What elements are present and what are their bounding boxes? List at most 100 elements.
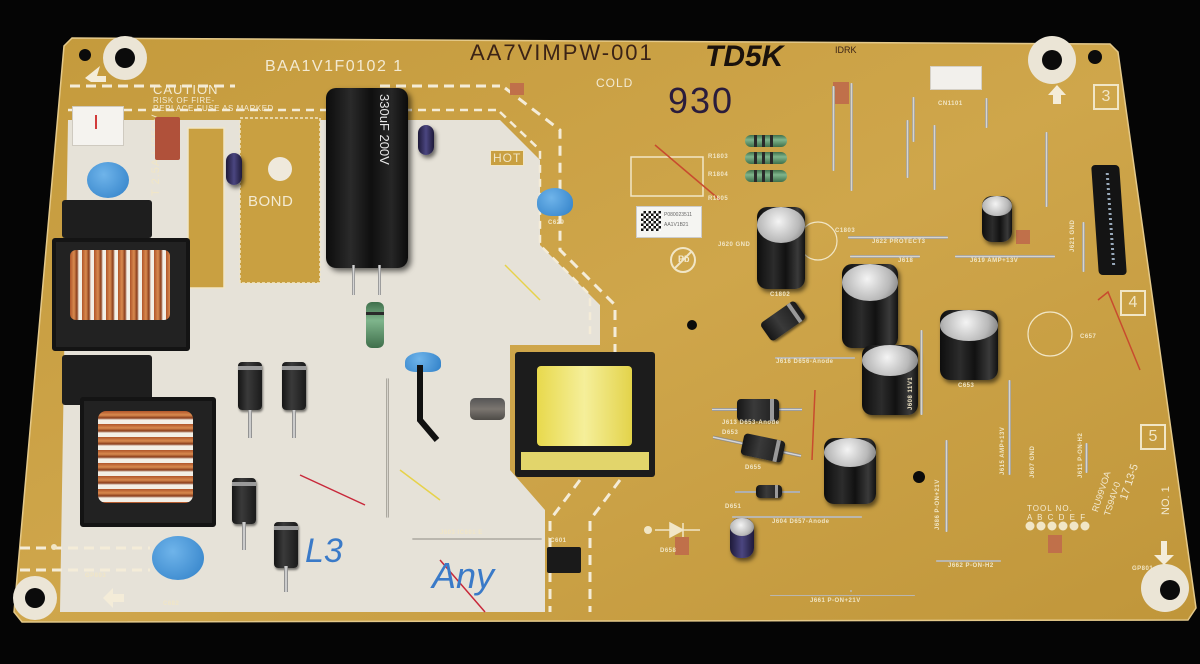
ic601-label: IC601	[548, 538, 567, 544]
jumper-j686	[945, 440, 948, 532]
section-3-marker: 3	[1093, 84, 1119, 110]
j620-label: J620 GND	[718, 242, 751, 248]
tool-no-label: TOOL NO.	[1027, 504, 1073, 513]
r1804-label: R1804	[708, 172, 729, 178]
c653-label: C653	[958, 383, 975, 389]
jumper-dot	[850, 590, 852, 592]
bond-label: BOND	[248, 193, 294, 210]
j611-label: J611 P-ON-H2	[1078, 432, 1084, 478]
common-mode-choke-2	[80, 397, 216, 527]
j661-label: J661 P-ON+21V	[810, 598, 861, 604]
d653-label: D653	[722, 430, 739, 436]
resistor-r1805	[745, 170, 787, 182]
r1803-label: R1803	[708, 154, 729, 160]
jumper-j661	[770, 595, 915, 596]
j662-label: J662 P-ON-H2	[948, 563, 994, 569]
connector-marker	[95, 115, 97, 129]
j622-label: J622 PROTECT3	[872, 239, 926, 245]
capacitor-c1802	[757, 207, 805, 289]
board-id-label: BAA1V1F0102 1	[265, 58, 404, 75]
bulk-capacitor: 330uF 200V	[326, 88, 408, 268]
resistor-r1803	[745, 135, 787, 147]
capacitor-1	[842, 264, 898, 348]
gp803-label: GP803	[85, 573, 107, 579]
jumper-vertical	[985, 98, 988, 128]
main-transformer	[515, 352, 655, 477]
connector-pins	[1105, 173, 1116, 267]
jumper-j616	[775, 357, 855, 359]
j607-label: J607 GND	[1030, 445, 1036, 478]
common-mode-choke-1	[52, 238, 190, 351]
jumper-j621	[1082, 222, 1085, 272]
section-4-marker: 4	[1120, 290, 1146, 316]
rectifier-diode-2	[282, 362, 306, 410]
jumper-j618	[850, 255, 920, 258]
capacitor-3	[824, 438, 876, 504]
c682-label: C682	[163, 601, 180, 607]
transformer-base	[521, 452, 649, 470]
c1802-label: C1802	[770, 292, 791, 298]
caution-title: CAUTION	[153, 82, 219, 97]
handwritten-code: TD5K	[705, 40, 784, 73]
jumper-j662	[936, 560, 1001, 562]
jumper-j615	[1008, 380, 1011, 475]
y-capacitor-c682	[152, 536, 204, 580]
handwritten-number: 930	[668, 80, 735, 121]
y-capacitor-c629	[537, 188, 573, 216]
jumper-vertical	[906, 120, 909, 178]
y-capacitor-1	[87, 162, 129, 198]
handwritten-blue-note-1: L3	[305, 532, 343, 570]
choke-2-top	[62, 355, 152, 405]
j686-label: J686 P-ON+21V	[935, 479, 941, 530]
jumper-j622	[848, 236, 948, 239]
diode-d651	[756, 485, 782, 498]
qr-text-2: AA1V1B21	[664, 222, 689, 228]
caution-line-2: REPLACE FUSE AS MARKED	[153, 104, 274, 113]
capacitor-2	[862, 345, 918, 415]
c657-label: C657	[1080, 334, 1097, 340]
handwritten-blue-note-2: Any	[432, 555, 495, 596]
cn1101-label: CN1101	[938, 101, 963, 107]
c629-label: C629	[548, 220, 565, 226]
j613-label: J613 D653-Anode	[722, 420, 780, 426]
r1805-label: R1805	[708, 196, 729, 202]
caution-line-1: RISK OF FIRE-	[153, 96, 215, 105]
small-capacitor-1	[226, 153, 242, 185]
d655-label: D655	[745, 465, 762, 471]
no-1-label: NO. 1	[1160, 486, 1172, 515]
d651-label: D651	[725, 504, 742, 510]
transformer-winding-tape	[537, 366, 632, 446]
j618-label: J618	[898, 258, 914, 264]
jumper-j611	[1085, 443, 1088, 473]
diode-lead	[284, 566, 288, 592]
choke-1-winding	[70, 250, 170, 320]
power-resistor	[366, 302, 384, 348]
capacitor-lead-1	[352, 265, 355, 295]
handwritten-part-number: AA7VIMPW-001	[470, 40, 654, 65]
y-capacitor-2	[405, 352, 441, 372]
qr-text-1: P080023511	[664, 212, 692, 218]
small-inductor	[470, 398, 505, 420]
fuse	[155, 117, 180, 160]
j603-label: J603 IC601 E	[440, 530, 483, 536]
j615-label: J615 AMP+13V	[1000, 426, 1006, 475]
rectifier-diode-4	[274, 522, 298, 568]
diode-lead	[248, 410, 252, 438]
input-connector	[72, 106, 124, 146]
j616-label: J616 D656-Anode	[776, 359, 834, 365]
diode-lead	[292, 410, 296, 438]
resistor-r1804	[745, 152, 787, 164]
jumper-vertical	[920, 330, 923, 415]
diode-d653	[737, 399, 779, 421]
cold-label: COLD	[596, 76, 634, 90]
d658-label: D658	[660, 548, 677, 554]
small-capacitor-c810	[418, 125, 434, 155]
rectifier-diode-1	[238, 362, 262, 410]
bond-pad	[268, 157, 292, 181]
section-5-marker: 5	[1140, 424, 1166, 450]
jumper-hot-vertical	[386, 378, 389, 518]
j608-label: J608 11V1	[908, 376, 914, 410]
capacitor-c653	[940, 310, 998, 380]
qr-code	[641, 211, 661, 231]
bulk-capacitor-rating: 330uF 200V	[377, 94, 392, 165]
